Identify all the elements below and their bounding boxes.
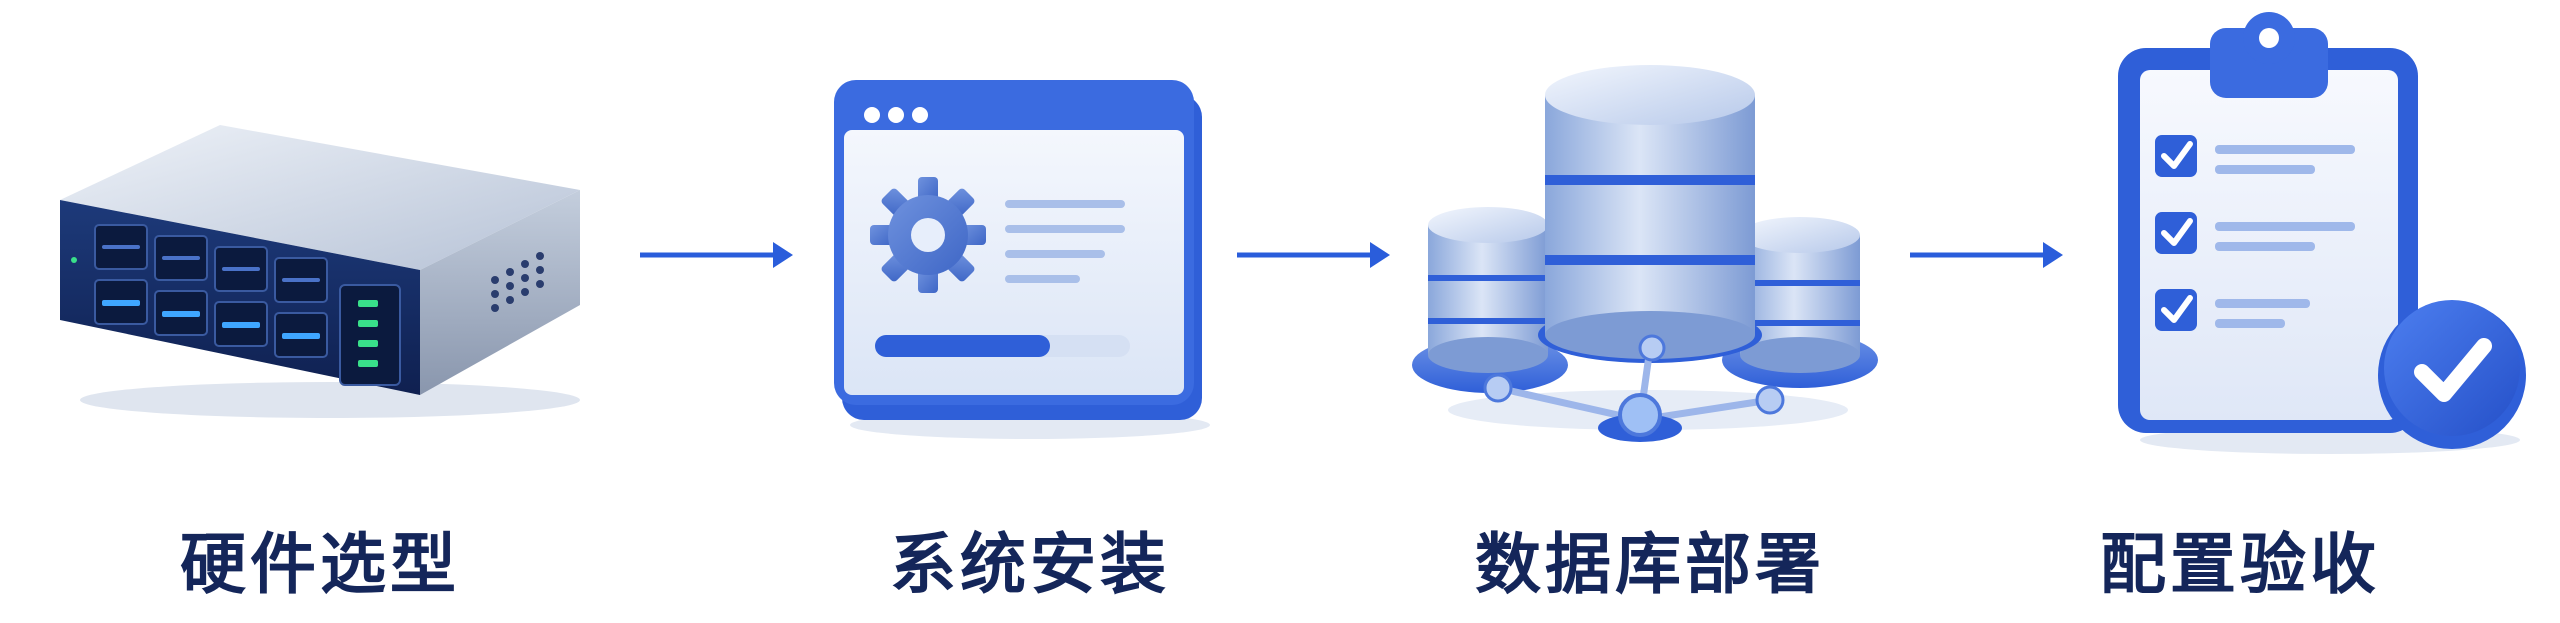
step-database-deployment: 数据库部署 bbox=[1390, 0, 1910, 623]
step-label: 系统安装 bbox=[890, 526, 1170, 603]
step-label: 硬件选型 bbox=[180, 526, 460, 603]
arrow-right-icon bbox=[1910, 242, 2063, 268]
step-hardware-selection: 硬件选型 bbox=[40, 0, 600, 623]
arrow-right-icon bbox=[1237, 242, 1390, 268]
checklist-clipboard-icon bbox=[2118, 12, 2526, 454]
database-cluster-icon bbox=[1412, 65, 1878, 442]
step-system-installation: 系统安装 bbox=[820, 0, 1240, 623]
step-configuration-acceptance: 配置验收 bbox=[2100, 0, 2560, 623]
arrow-right-icon bbox=[640, 242, 793, 268]
server-icon bbox=[60, 125, 580, 418]
step-label: 配置验收 bbox=[2100, 526, 2380, 603]
step-label: 数据库部署 bbox=[1475, 526, 1825, 603]
window-settings-icon bbox=[834, 80, 1210, 439]
